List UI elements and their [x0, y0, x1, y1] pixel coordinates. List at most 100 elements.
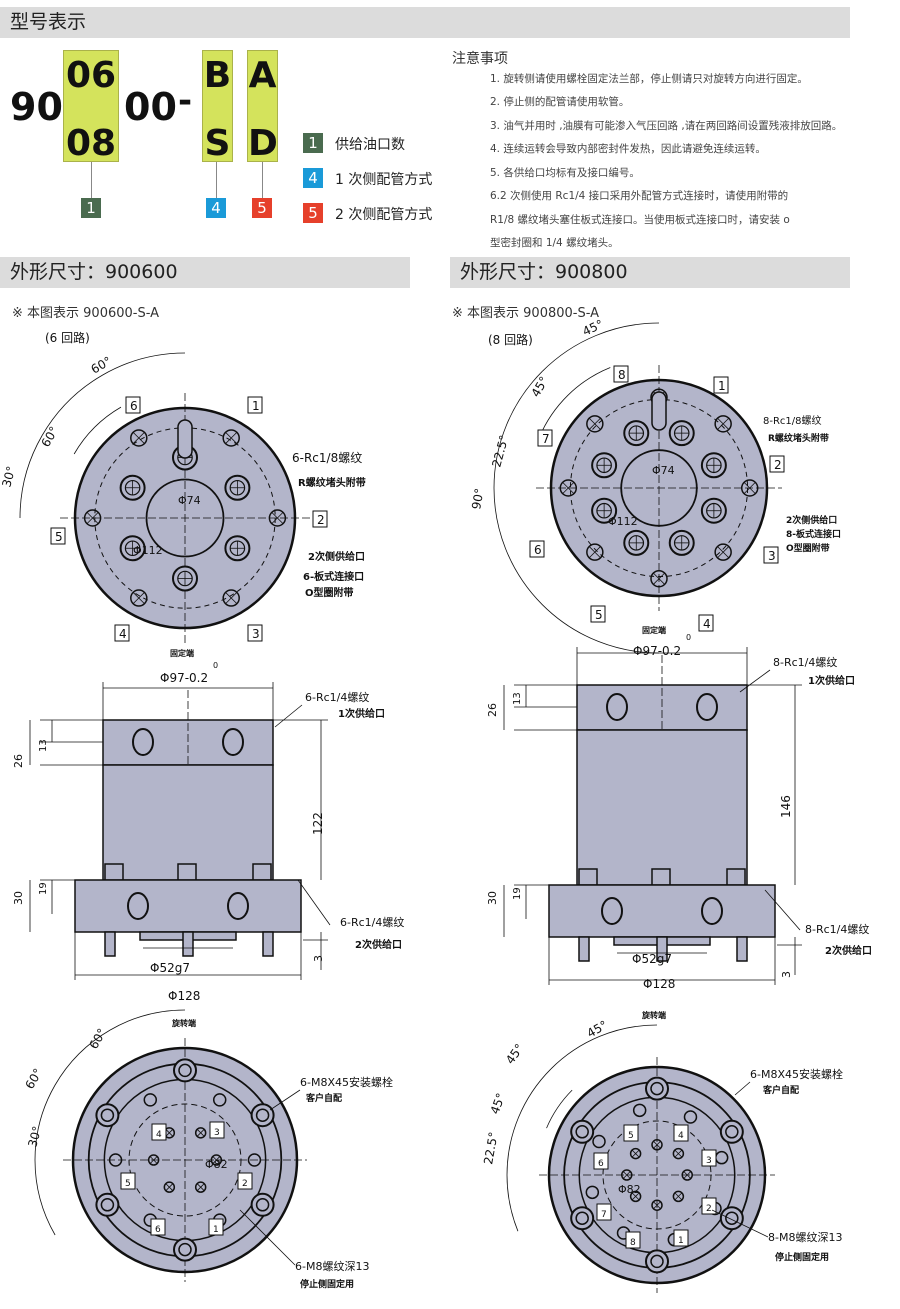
- bolt-hole: [100, 1108, 115, 1122]
- port-number-box: [613, 365, 629, 383]
- drawing-label: 客户自配: [305, 1092, 342, 1104]
- locating-pin: [182, 931, 194, 957]
- option-d: D: [248, 123, 278, 164]
- side-port: [227, 892, 249, 920]
- crosshair: [653, 1201, 661, 1210]
- drawing-label: 4: [678, 1131, 684, 1141]
- bolt-hole: [651, 1139, 663, 1151]
- bolt-hole: [130, 589, 148, 607]
- option-s: S: [204, 123, 231, 164]
- locating-pin: [656, 936, 668, 962]
- drawing-label: 90°: [469, 487, 486, 510]
- angle-arc: [538, 367, 611, 438]
- notes-title: 注意事项: [452, 51, 508, 67]
- drawing-label: 22.5°: [489, 434, 511, 469]
- note-item: 3. 油气并用时 ,油膜有可能渗入气压回路 ,请在两回路间设置残液排放回路。: [490, 120, 843, 132]
- option-08: 08: [65, 123, 117, 164]
- drawing-label: 3: [768, 549, 776, 563]
- angle-arc: [19, 435, 43, 519]
- port-number-box: [596, 1203, 612, 1221]
- port-number-box: [673, 1229, 689, 1247]
- drawing-label: 3: [252, 627, 260, 641]
- model-prefix: 90: [10, 85, 63, 129]
- angle-arc: [493, 371, 543, 489]
- bolt-hole: [130, 429, 148, 447]
- port-number-box: [209, 1121, 225, 1139]
- drawing-label: 2: [317, 513, 325, 527]
- tag-4: 4: [206, 198, 226, 218]
- legend-tag-5: 5: [303, 203, 323, 223]
- drawing-label: 5: [595, 608, 603, 622]
- option-b: B: [203, 55, 232, 96]
- port-number-box: [673, 1124, 689, 1142]
- drawing-label: 4: [119, 627, 127, 641]
- drawing-label: 2次侧供给口: [308, 550, 365, 563]
- drawing-label: 5: [55, 530, 63, 544]
- drawing-label: 60°: [89, 354, 114, 377]
- bolt-hole: [586, 543, 604, 561]
- drawing-label: 30: [486, 891, 499, 905]
- bolt-hole: [575, 1211, 589, 1225]
- bolt-head: [719, 1206, 744, 1231]
- crosshair: [225, 432, 238, 444]
- crosshair: [271, 512, 284, 524]
- drawing-label: Φ74: [652, 464, 675, 477]
- drawing-label: 6-Rc1/4螺纹: [340, 915, 404, 929]
- crosshair: [562, 482, 575, 494]
- angle-arc: [41, 352, 186, 436]
- bolt-hole: [725, 1125, 739, 1139]
- bolt-hole: [222, 429, 240, 447]
- drawing-label: 122: [311, 812, 325, 835]
- legend-tag-1: 1: [303, 133, 323, 153]
- drawing-label: 停止侧固定用: [775, 1251, 829, 1263]
- drawing-label: 45°: [528, 374, 551, 399]
- figure-note-900600: ※ 本图表示 900600-S-A: [12, 306, 160, 321]
- drawing-label: Φ112: [133, 544, 163, 557]
- bolt-hole: [629, 1147, 642, 1160]
- crosshair: [196, 1183, 205, 1191]
- tapped-hole: [212, 1093, 227, 1107]
- drawing-label: 6-M8X45安装螺栓: [750, 1067, 843, 1081]
- bolt-hole: [681, 1169, 693, 1181]
- bolt-hole: [651, 1199, 663, 1211]
- bolt-head: [173, 1058, 197, 1083]
- drawing-label: 45°: [580, 320, 605, 339]
- bolt-hole: [714, 415, 732, 433]
- drawing-label: R螺纹堵头附带: [298, 476, 366, 489]
- port-number-box: [50, 527, 66, 545]
- locating-pin: [262, 931, 274, 957]
- drawing-label: 2次供给口: [825, 944, 872, 957]
- key-slot: [177, 419, 193, 459]
- drawing-label: 6-Rc1/4螺纹: [305, 690, 369, 704]
- port-number-box: [623, 1124, 639, 1142]
- side-view-900800: [503, 647, 802, 985]
- angle-arc: [550, 1024, 658, 1070]
- crosshair: [86, 512, 99, 524]
- drawing-label: 7: [601, 1210, 607, 1220]
- side-port: [222, 728, 244, 756]
- port-number-box: [769, 455, 785, 473]
- drawing-label: 19: [512, 887, 523, 900]
- crosshair: [717, 417, 730, 430]
- bolt-hole: [222, 589, 240, 607]
- drawing-label: 26: [486, 703, 499, 717]
- crosshair: [132, 592, 145, 604]
- port-number-box: [150, 1218, 166, 1236]
- angle-arc: [493, 487, 660, 654]
- model-dash: -: [178, 81, 193, 121]
- port-number-box: [590, 605, 606, 623]
- angle-arc: [109, 1009, 186, 1031]
- drawing-label: 0: [686, 633, 691, 642]
- drawing-label: 22.5°: [481, 1131, 500, 1166]
- side-port: [606, 693, 628, 721]
- dimension-line: [734, 1081, 751, 1096]
- tag-1: 1: [81, 198, 101, 218]
- drawing-label: 60°: [38, 424, 61, 449]
- bolt-head: [95, 1192, 120, 1217]
- drawing-label: 6-M8X45安装螺栓: [300, 1075, 393, 1089]
- bolt-head: [104, 863, 124, 881]
- bolt-hole: [629, 1190, 642, 1203]
- drawing-label: 2次供给口: [355, 938, 402, 951]
- angle-arc: [506, 1174, 519, 1232]
- drawing-label: 6-板式连接口: [303, 570, 364, 583]
